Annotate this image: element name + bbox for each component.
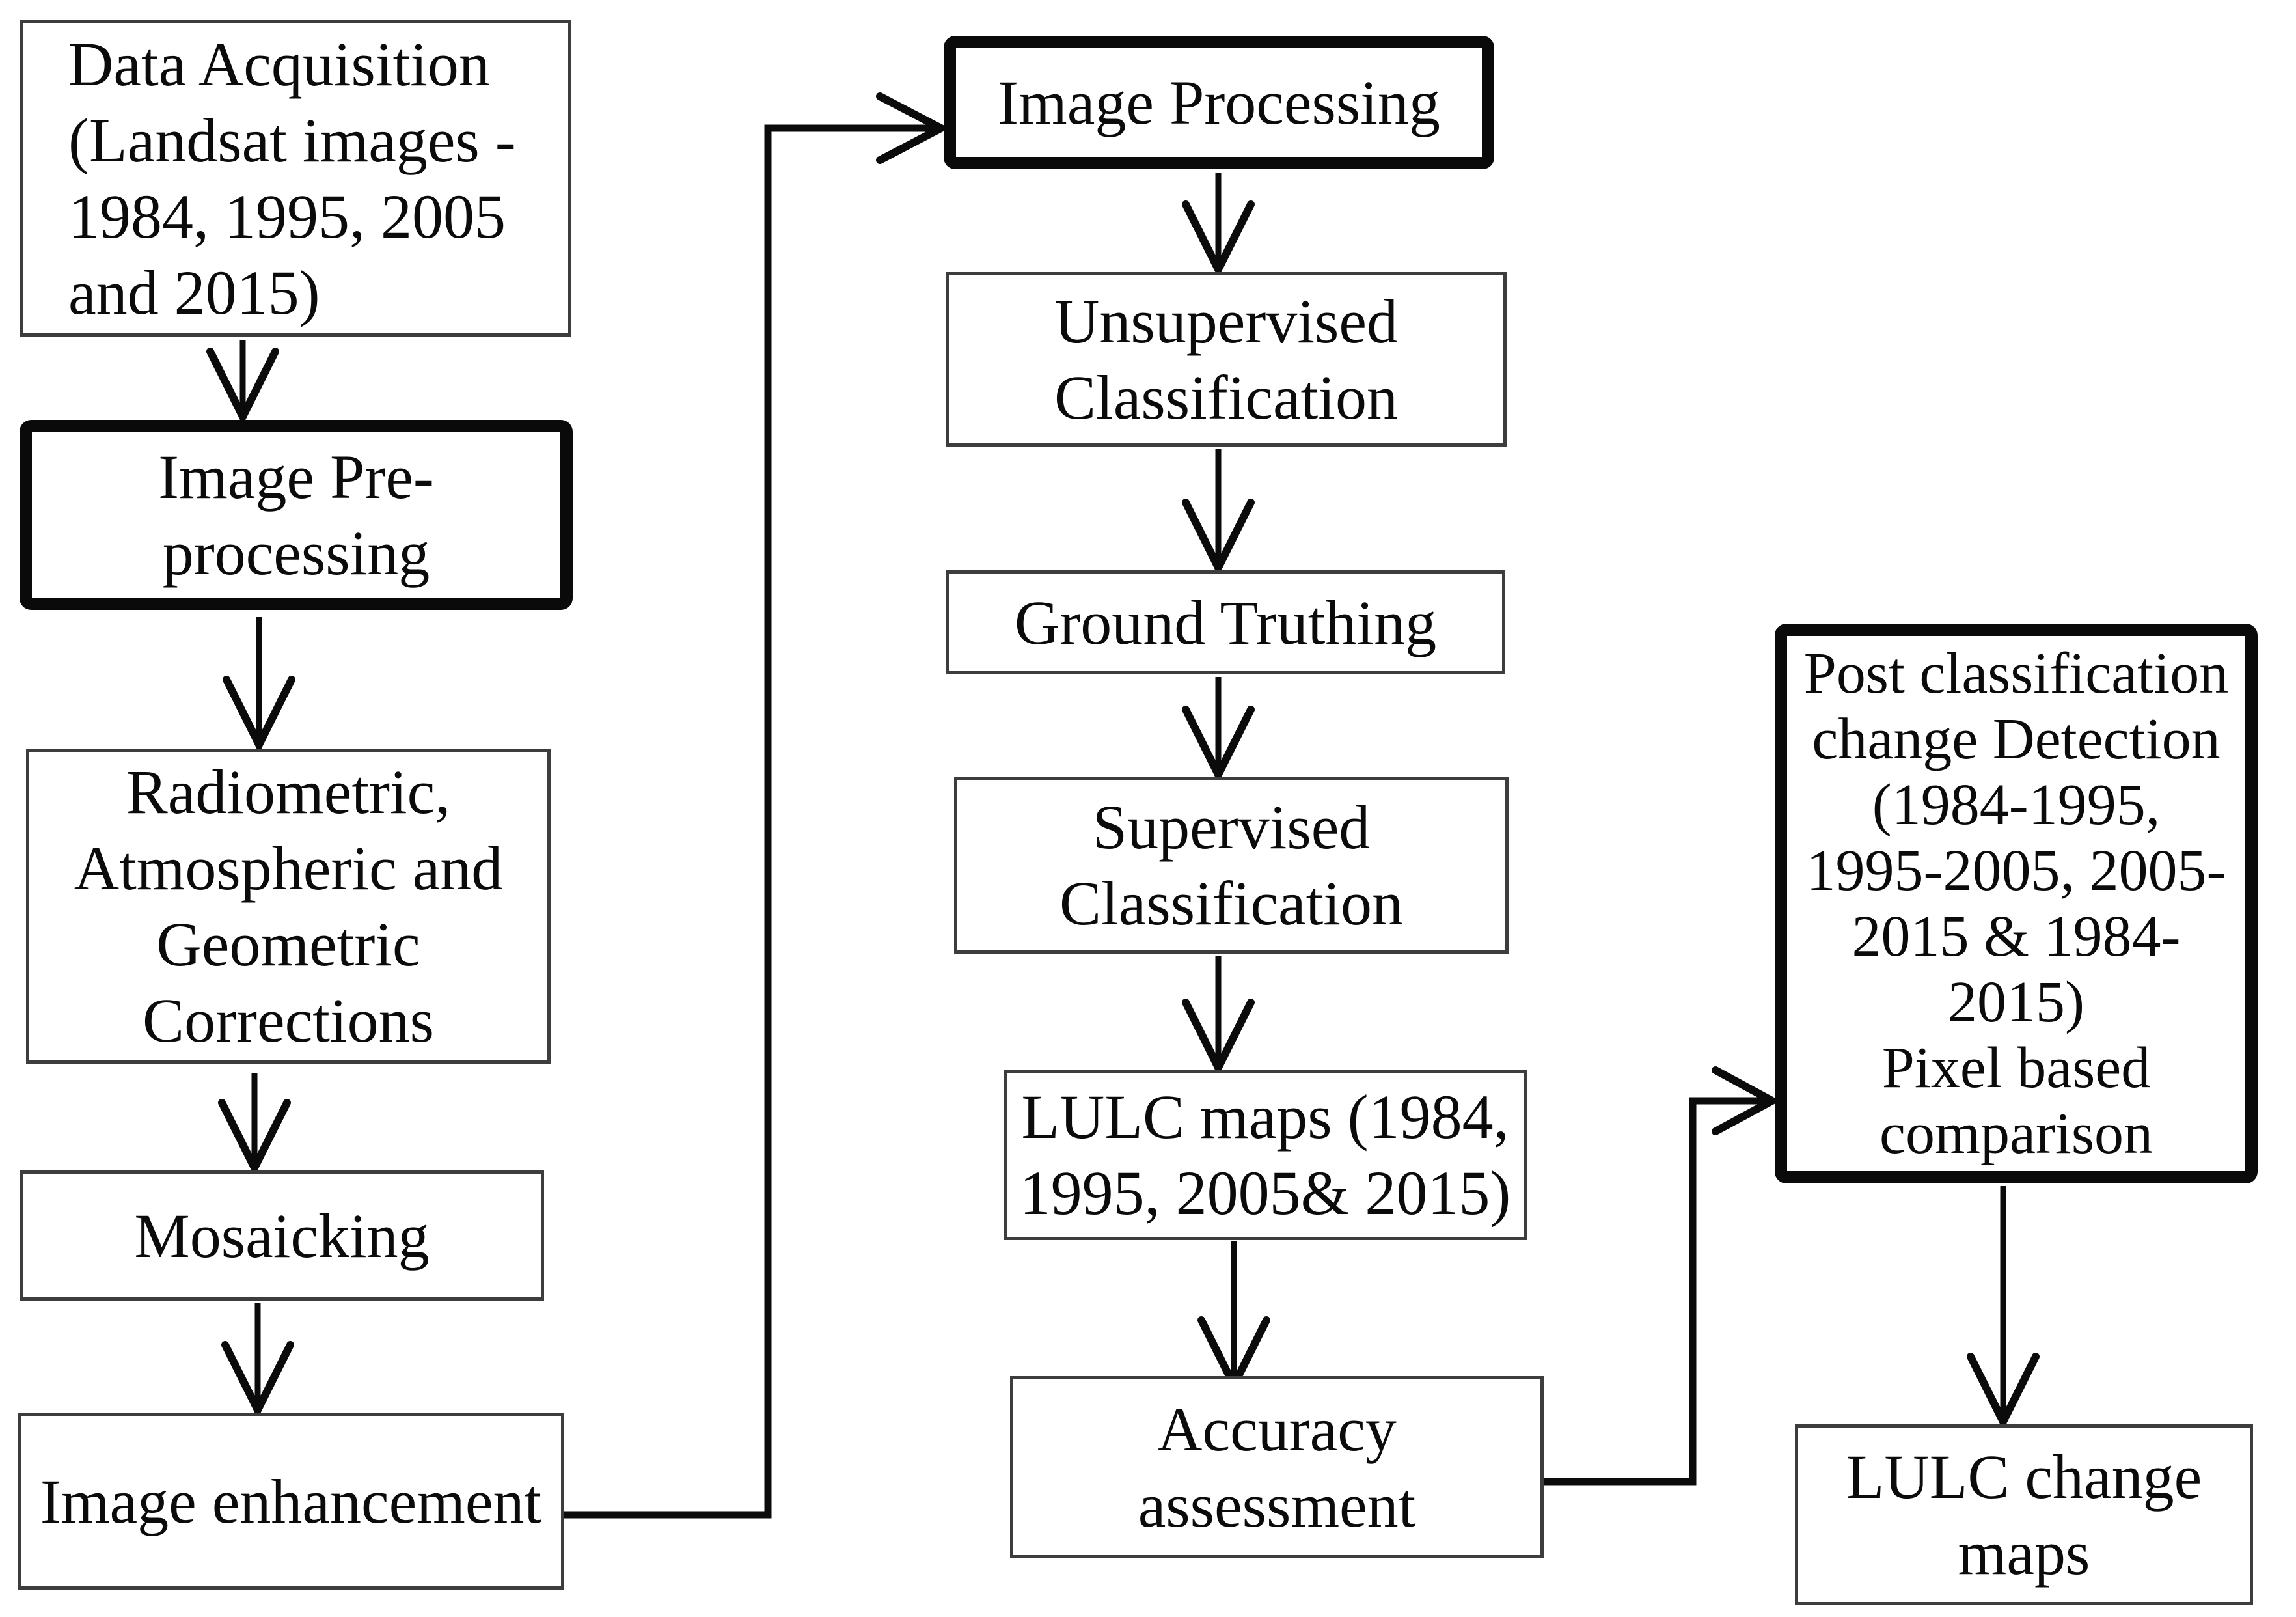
box-line: assessment (1138, 1471, 1416, 1540)
connector-accuracy-to-post-classification (1544, 1066, 1781, 1486)
box-image-processing: Image Processing (944, 36, 1494, 169)
box-line: and 2015) (68, 257, 320, 327)
box-line: Atmospheric and (74, 833, 503, 903)
box-line: Geometric (156, 909, 420, 979)
arrow-lulc-maps-to-accuracy (1197, 1241, 1270, 1394)
box-line: Data Acquisition (68, 29, 490, 99)
box-line: Classification (1054, 363, 1398, 432)
arrow-supervised-to-lulc-maps (1182, 956, 1255, 1077)
box-line: 2015 & 1984- (1852, 904, 2181, 969)
box-line: Classification (1059, 868, 1403, 938)
box-lulc-change-maps: LULC change maps (1795, 1424, 2253, 1605)
arrow-mosaicking-to-image-enhancement (221, 1303, 294, 1419)
box-unsupervised-classification: Unsupervised Classification (946, 272, 1507, 447)
box-line: Image Pre- (158, 442, 434, 512)
box-line: comparison (1879, 1101, 2153, 1166)
box-image-preprocessing: Image Pre- processing (20, 420, 573, 610)
box-radiometric-atmospheric-geometric-corrections: Radiometric, Atmospheric and Geometric C… (26, 749, 551, 1064)
box-line: Post classification (1803, 641, 2229, 706)
box-line: Supervised (1092, 792, 1371, 862)
box-line: change Detection (1812, 707, 2221, 771)
box-lulc-maps: LULC maps (1984, 1995, 2005& 2015) (1004, 1070, 1527, 1240)
box-ground-truthing: Ground Truthing (946, 570, 1505, 674)
box-line: (1984-1995, (1872, 773, 2161, 837)
box-line: 2015) (1948, 970, 2084, 1034)
box-line: LULC change (1846, 1442, 2202, 1512)
box-line: Corrections (143, 986, 434, 1055)
box-line: 1995, 2005& 2015) (1019, 1158, 1511, 1228)
box-line: Accuracy (1157, 1394, 1397, 1464)
arrow-post-classification-to-lulc-change-maps (1967, 1186, 2040, 1431)
box-line: Image Processing (998, 68, 1440, 137)
box-line: Pixel based (1881, 1036, 2151, 1100)
box-line: LULC maps (1984, (1021, 1082, 1509, 1152)
box-line: (Landsat images - (68, 105, 516, 175)
arrow-data-acquisition-to-preprocessing (206, 340, 279, 426)
box-post-classification-change-detection: Post classification change Detection (19… (1775, 624, 2258, 1183)
box-line: Image enhancement (40, 1466, 542, 1536)
box-line: Unsupervised (1054, 286, 1398, 356)
arrow-ground-truthing-to-supervised (1182, 677, 1255, 784)
box-line: 1995-2005, 2005- (1806, 838, 2226, 903)
box-mosaicking: Mosaicking (20, 1170, 544, 1301)
box-line: Ground Truthing (1014, 587, 1437, 657)
box-image-enhancement: Image enhancement (18, 1413, 564, 1590)
connector-image-enhancement-to-image-processing (564, 92, 950, 1519)
box-supervised-classification: Supervised Classification (954, 777, 1509, 954)
box-line: processing (162, 518, 430, 588)
box-line: 1984, 1995, 2005 (68, 181, 506, 251)
box-line: Mosaicking (134, 1200, 430, 1271)
arrow-preprocessing-to-corrections (223, 617, 295, 754)
box-accuracy-assessment: Accuracy assessment (1010, 1376, 1544, 1558)
arrow-corrections-to-mosaicking (218, 1073, 291, 1177)
box-line: maps (1958, 1518, 2090, 1588)
arrow-image-processing-to-unsupervised (1182, 173, 1255, 279)
box-line: Radiometric, (126, 757, 451, 827)
arrow-unsupervised-to-ground-truthing (1182, 449, 1255, 577)
box-data-acquisition: Data Acquisition (Landsat images - 1984,… (20, 20, 571, 337)
